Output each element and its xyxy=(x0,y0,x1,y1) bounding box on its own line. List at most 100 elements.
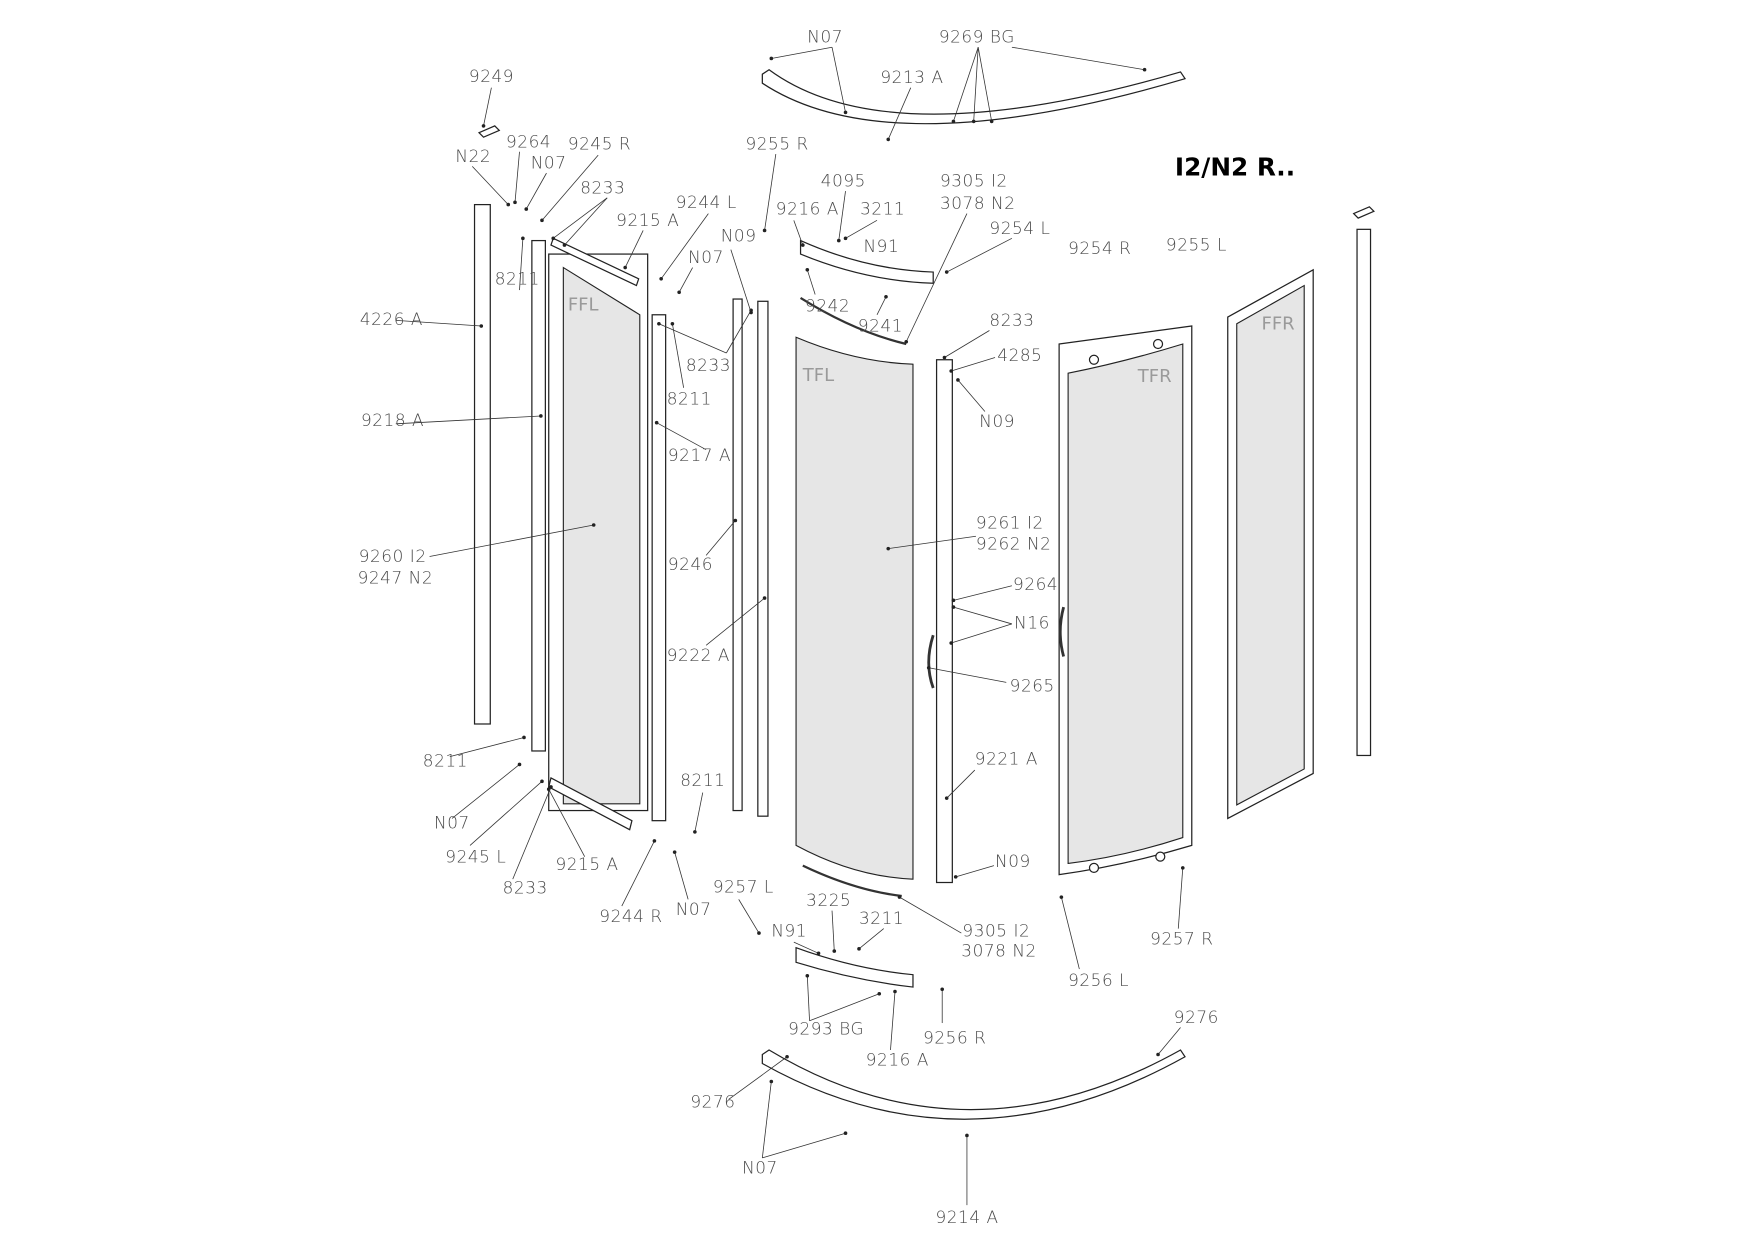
leader-line xyxy=(771,46,833,59)
profile-9221 xyxy=(935,359,953,884)
part-label: 9257 R xyxy=(1150,928,1213,948)
part-label: 9305 I2 xyxy=(962,920,1030,940)
rail-9215-top xyxy=(550,237,640,287)
part-label: 9262 N2 xyxy=(976,534,1052,554)
leader-line xyxy=(806,975,810,1021)
part-label: 8211 xyxy=(680,770,725,790)
part-label: 9218 A xyxy=(361,410,424,430)
glass-tfr xyxy=(1067,343,1184,865)
part-label: 9256 R xyxy=(923,1027,986,1047)
leader-line xyxy=(793,220,804,246)
leader-line xyxy=(946,769,976,799)
profile-9222 xyxy=(757,300,769,817)
part-label: 9216 A xyxy=(776,199,839,219)
upper-guide-arc xyxy=(799,239,934,284)
leader-line xyxy=(674,852,689,900)
leader-point xyxy=(904,339,909,344)
leader-line xyxy=(483,87,492,126)
leader-point xyxy=(521,236,525,241)
leader-line xyxy=(660,213,709,280)
leader-line xyxy=(1011,46,1145,71)
leader-line xyxy=(449,737,525,757)
part-label: 3211 xyxy=(859,908,904,928)
part-label: 9254 L xyxy=(989,218,1050,238)
part-label: 9249 xyxy=(469,66,514,86)
part-label: 9305 I2 xyxy=(940,171,1008,191)
leader-point xyxy=(926,665,931,670)
part-label: N07 xyxy=(676,899,712,919)
leader-point xyxy=(524,207,529,211)
part-label: 9244 L xyxy=(676,192,737,212)
leader-line xyxy=(858,928,884,950)
part-label: 9217 A xyxy=(668,445,731,465)
leader-point xyxy=(677,290,681,295)
upper-seal-arc xyxy=(799,296,907,346)
leader-point xyxy=(785,1054,789,1059)
leader-line xyxy=(762,1132,846,1159)
leader-point xyxy=(805,974,810,978)
part-label: 9264 xyxy=(1013,574,1058,594)
leader-point xyxy=(591,523,596,527)
leader-line xyxy=(672,323,685,388)
part-label: 8211 xyxy=(495,268,540,288)
part-label: 9215 A xyxy=(555,854,618,874)
leader-point xyxy=(886,546,891,551)
leader-line xyxy=(899,896,962,934)
part-label: 9245 L xyxy=(445,846,506,866)
leader-point xyxy=(659,277,663,281)
leader-line xyxy=(957,379,986,412)
leader-line xyxy=(793,941,819,954)
roller xyxy=(1152,338,1164,350)
roller xyxy=(1155,851,1166,862)
leader-point xyxy=(877,992,882,996)
leader-line xyxy=(928,667,1007,683)
leader-point xyxy=(843,110,848,115)
part-label: 9247 N2 xyxy=(358,567,434,587)
leader-line xyxy=(1177,867,1184,929)
leader-line xyxy=(951,623,1013,644)
part-label: 9246 xyxy=(668,554,713,574)
glass-label-ffr: FFR xyxy=(1261,313,1294,334)
leader-line xyxy=(621,840,655,907)
part-label: N07 xyxy=(807,27,843,47)
part-label: 3211 xyxy=(860,199,905,219)
leader-line xyxy=(953,47,979,122)
part-label: 4095 xyxy=(821,171,866,191)
part-label: 9260 I2 xyxy=(359,546,427,566)
leader-line xyxy=(552,197,608,239)
part-label: 9269 BG xyxy=(939,27,1015,47)
leader-line xyxy=(977,47,993,122)
leader-point xyxy=(801,243,805,247)
leader-point xyxy=(886,137,891,142)
leader-point xyxy=(942,355,947,360)
leader-point xyxy=(652,839,657,843)
leader-point xyxy=(836,238,841,243)
leader-line xyxy=(1060,897,1080,970)
leader-point xyxy=(481,124,486,128)
top-curved-rail xyxy=(761,68,1187,125)
glass-tfl xyxy=(795,336,914,880)
leader-point xyxy=(769,1079,774,1084)
leader-point xyxy=(951,598,956,603)
leader-line xyxy=(514,151,520,203)
leader-line xyxy=(838,191,846,241)
leader-line xyxy=(973,47,979,122)
leader-line xyxy=(658,323,727,354)
leader-point xyxy=(956,378,960,382)
leader-line xyxy=(705,597,765,646)
leader-point xyxy=(944,270,949,274)
part-label: N07 xyxy=(742,1158,778,1178)
leader-point xyxy=(949,369,953,373)
leader-point xyxy=(540,218,544,223)
part-label: 9213 A xyxy=(880,67,943,87)
leader-line xyxy=(395,415,541,425)
part-label: 9255 L xyxy=(1166,235,1227,255)
leader-line xyxy=(395,320,482,327)
part-label: 9261 I2 xyxy=(976,512,1044,532)
leader-point xyxy=(805,268,810,272)
leader-point xyxy=(762,228,767,233)
glass-ffr xyxy=(1236,284,1305,806)
leader-point xyxy=(479,324,484,328)
leader-point xyxy=(733,518,738,523)
leader-point xyxy=(672,850,677,854)
